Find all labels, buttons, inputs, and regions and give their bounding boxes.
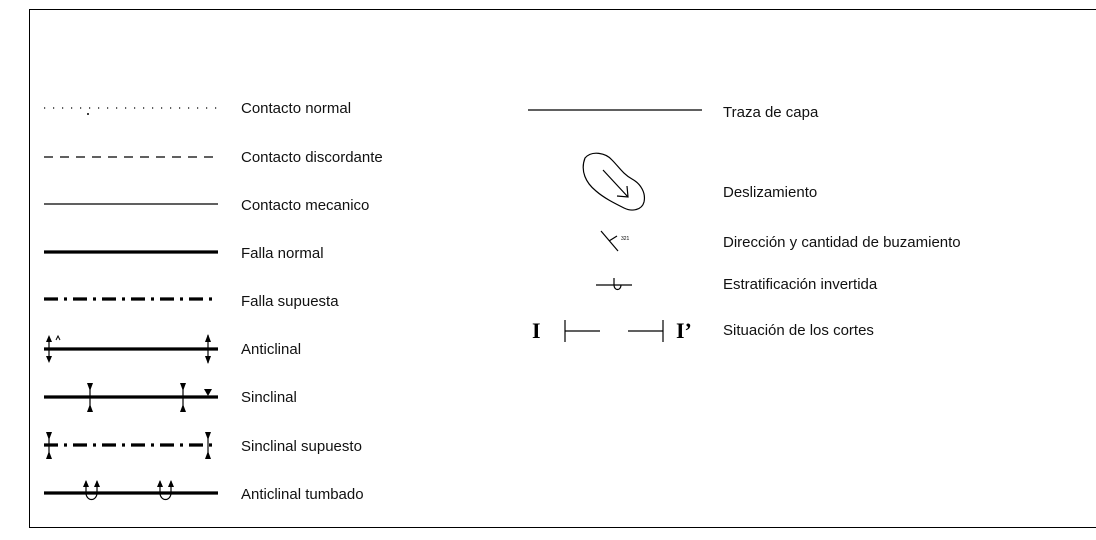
legend-frame — [29, 9, 1096, 528]
overturned-anticline-symbol — [44, 480, 218, 501]
label-sinclinal: Sinclinal — [241, 389, 297, 406]
section-end-mark: I’ — [676, 318, 692, 343]
label-anticlinal-tumbado: Anticlinal tumbado — [241, 486, 364, 503]
landslide-symbol — [582, 152, 646, 211]
label-estratificacion-invertida: Estratificación invertida — [723, 276, 878, 293]
label-falla-supuesta: Falla supuesta — [241, 293, 339, 310]
label-situacion-cortes: Situación de los cortes — [723, 322, 874, 339]
label-contacto-normal: Contacto normal — [241, 100, 352, 117]
dip-strike-symbol — [600, 230, 619, 252]
syncline-symbol — [44, 383, 218, 412]
label-contacto-mecanico: Contacto mecanico — [241, 197, 370, 214]
dotted-line-symbol — [44, 107, 218, 115]
label-sinclinal-supuesto: Sinclinal supuesto — [241, 438, 362, 455]
dash-dot-syncline-symbol — [44, 432, 218, 459]
anticline-symbol — [44, 334, 218, 364]
dip-value: 321 — [621, 236, 630, 242]
label-buzamiento: Dirección y cantidad de buzamiento — [723, 234, 961, 251]
cross-section-lines — [564, 320, 664, 342]
label-traza-de-capa: Traza de capa — [723, 104, 819, 121]
section-start-mark: I — [532, 318, 541, 343]
label-falla-normal: Falla normal — [241, 245, 324, 262]
inverted-bedding-symbol — [596, 278, 632, 291]
label-contacto-discordante: Contacto discordante — [241, 149, 383, 166]
label-deslizamiento: Deslizamiento — [723, 184, 818, 201]
label-anticlinal: Anticlinal — [241, 341, 302, 358]
